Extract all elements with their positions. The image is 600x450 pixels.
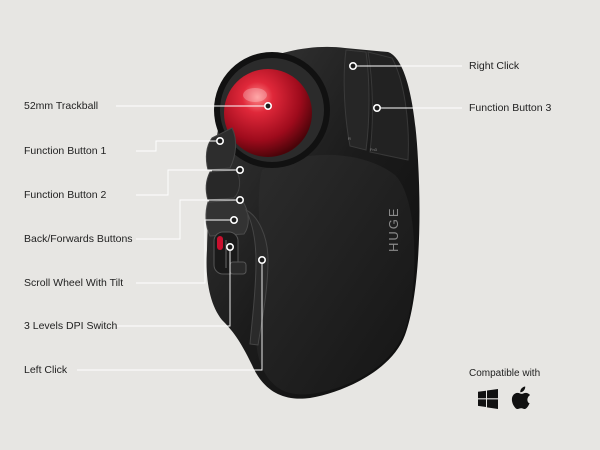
label-function-button-1: Function Button 1: [24, 145, 107, 157]
button-label-fn3: Fn3: [370, 147, 378, 152]
label-left-click: Left Click: [24, 364, 68, 376]
button-label-r: R: [348, 136, 351, 141]
right-click-button[interactable]: [343, 49, 370, 151]
label-function-button-3: Function Button 3: [469, 102, 552, 114]
apple-icon: [511, 386, 531, 409]
label-right-click: Right Click: [469, 60, 520, 72]
label-scroll-wheel: Scroll Wheel With Tilt: [24, 277, 124, 289]
label-52mm-trackball: 52mm Trackball: [24, 100, 99, 112]
label-dpi-switch: 3 Levels DPI Switch: [24, 320, 118, 332]
compatibility-heading: Compatible with: [469, 368, 541, 379]
brand-mark: HUGE: [386, 206, 401, 252]
back-forward-buttons[interactable]: [205, 199, 249, 237]
palm-rest: [255, 154, 415, 395]
dpi-switch[interactable]: [229, 261, 247, 275]
windows-icon: [478, 389, 498, 409]
function-button-1[interactable]: [205, 127, 237, 171]
label-back-forwards-buttons: Back/Forwards Buttons: [24, 233, 133, 245]
function-button-3[interactable]: [367, 51, 409, 161]
function-button-2[interactable]: [205, 169, 241, 201]
trackball[interactable]: [224, 69, 312, 157]
left-click-button[interactable]: [244, 208, 269, 346]
callout-dots: [216, 61, 381, 264]
callout-lines: [77, 65, 462, 371]
label-function-button-2: Function Button 2: [24, 189, 107, 201]
